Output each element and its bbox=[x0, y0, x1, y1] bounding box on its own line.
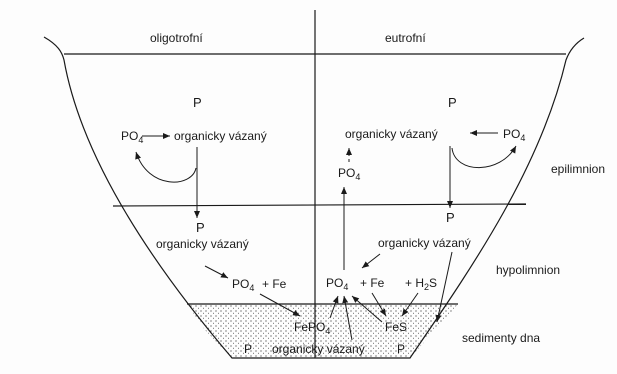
left-hypo-p: P bbox=[196, 220, 205, 235]
zone-hypolimnion: hypolimnion bbox=[496, 263, 560, 277]
right-hypo-p: P bbox=[446, 210, 455, 225]
left-hypo-organic: organicky vázaný bbox=[156, 237, 249, 251]
right-hypo-arrow-org-to-po4 bbox=[362, 254, 380, 268]
right-hypo-h2s: + H2S bbox=[405, 276, 437, 292]
right-hypo-organic: organicky vázaný bbox=[378, 236, 471, 250]
sediment-organic: organicky vázaný bbox=[272, 342, 365, 356]
sediment-p-left: P bbox=[244, 342, 252, 356]
right-epi-organic: organicky vázaný bbox=[345, 127, 438, 141]
header-eutrophic: eutrofní bbox=[385, 31, 426, 45]
right-epi-p: P bbox=[448, 95, 457, 110]
left-hypo-arrow-org-to-po4 bbox=[205, 266, 228, 278]
thermocline-line bbox=[113, 204, 526, 206]
right-hypo-po4: PO4 bbox=[326, 276, 348, 292]
left-epi-p: P bbox=[193, 95, 202, 110]
right-epi-po4: PO4 bbox=[503, 127, 525, 143]
left-hypo-fe: + Fe bbox=[262, 277, 287, 291]
zone-epilimnion: epilimnion bbox=[551, 162, 605, 176]
sediment-fes: FeS bbox=[385, 320, 407, 334]
left-epi-cycle-arrow bbox=[136, 152, 196, 182]
right-epi-cycle-arrow bbox=[452, 146, 516, 168]
sediment-p-right: P bbox=[397, 342, 405, 356]
sediment-fepo4: FePO4 bbox=[294, 320, 330, 336]
left-epi-po4: PO4 bbox=[121, 129, 143, 145]
left-hypo-po4: PO4 bbox=[232, 277, 254, 293]
header-oligotrophic: oligotrofní bbox=[150, 31, 203, 45]
right-hypo-fe: + Fe bbox=[360, 276, 385, 290]
zone-sediment: sedimenty dna bbox=[462, 331, 540, 345]
left-epi-organic: organicky vázaný bbox=[174, 129, 267, 143]
right-mid-po4: PO4 bbox=[338, 166, 360, 182]
